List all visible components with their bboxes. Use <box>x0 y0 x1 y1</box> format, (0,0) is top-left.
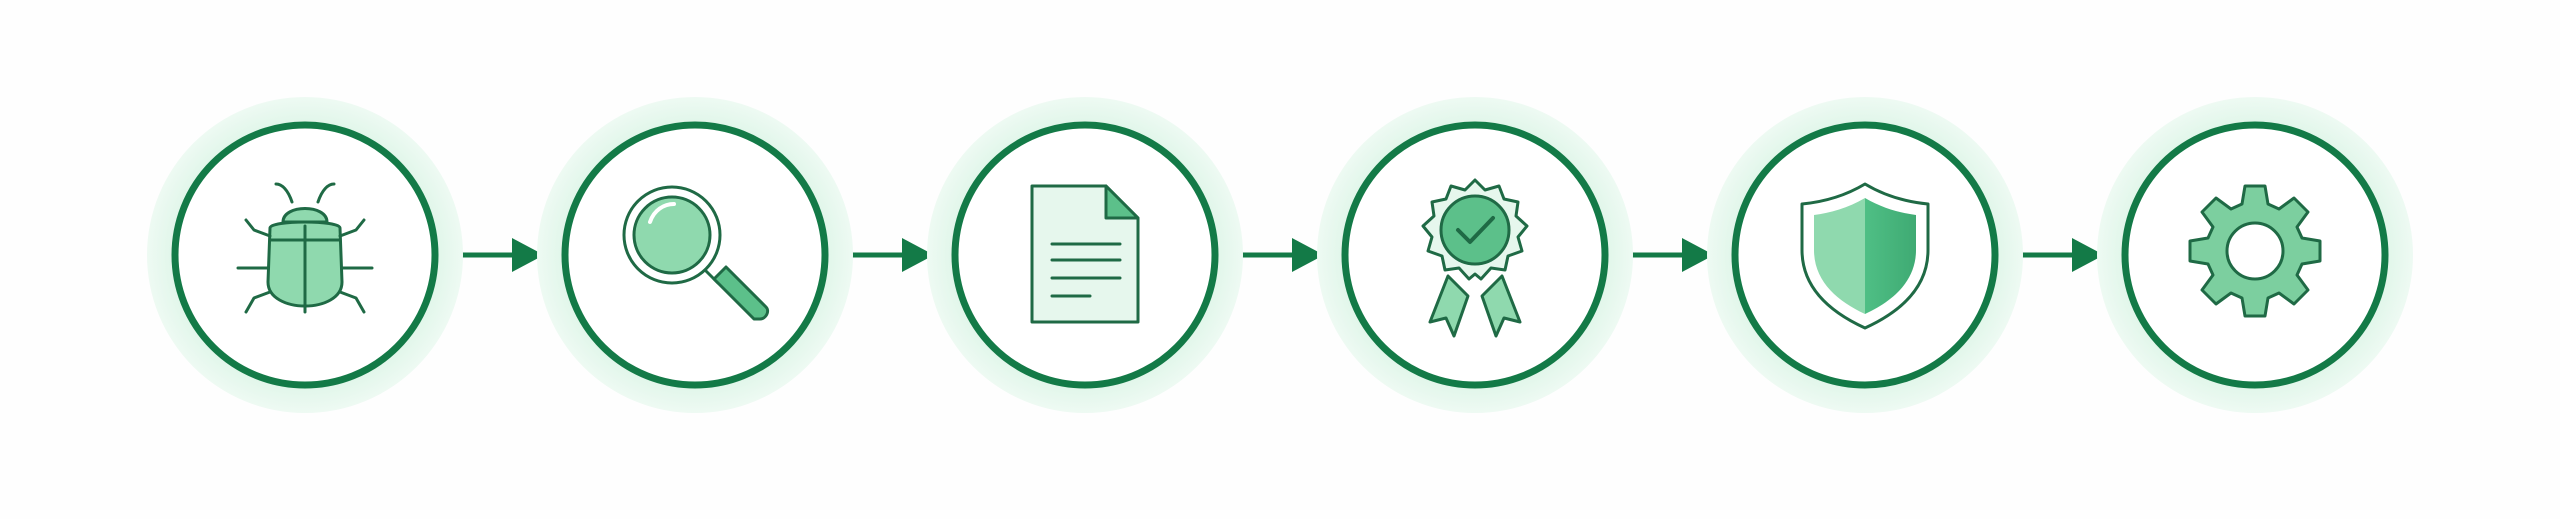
step-1-node <box>147 97 463 413</box>
step-4-node <box>1317 97 1633 413</box>
badge-check-icon <box>1421 178 1529 338</box>
bug-icon <box>236 182 374 314</box>
step-5-node <box>1707 97 2023 413</box>
document-icon <box>1030 184 1140 324</box>
step-3-node <box>927 97 1243 413</box>
gear-icon <box>2188 184 2322 318</box>
step-6-node <box>2097 97 2413 413</box>
magnifier-icon <box>622 185 770 321</box>
shield-icon <box>1800 182 1930 330</box>
step-2-node <box>537 97 853 413</box>
